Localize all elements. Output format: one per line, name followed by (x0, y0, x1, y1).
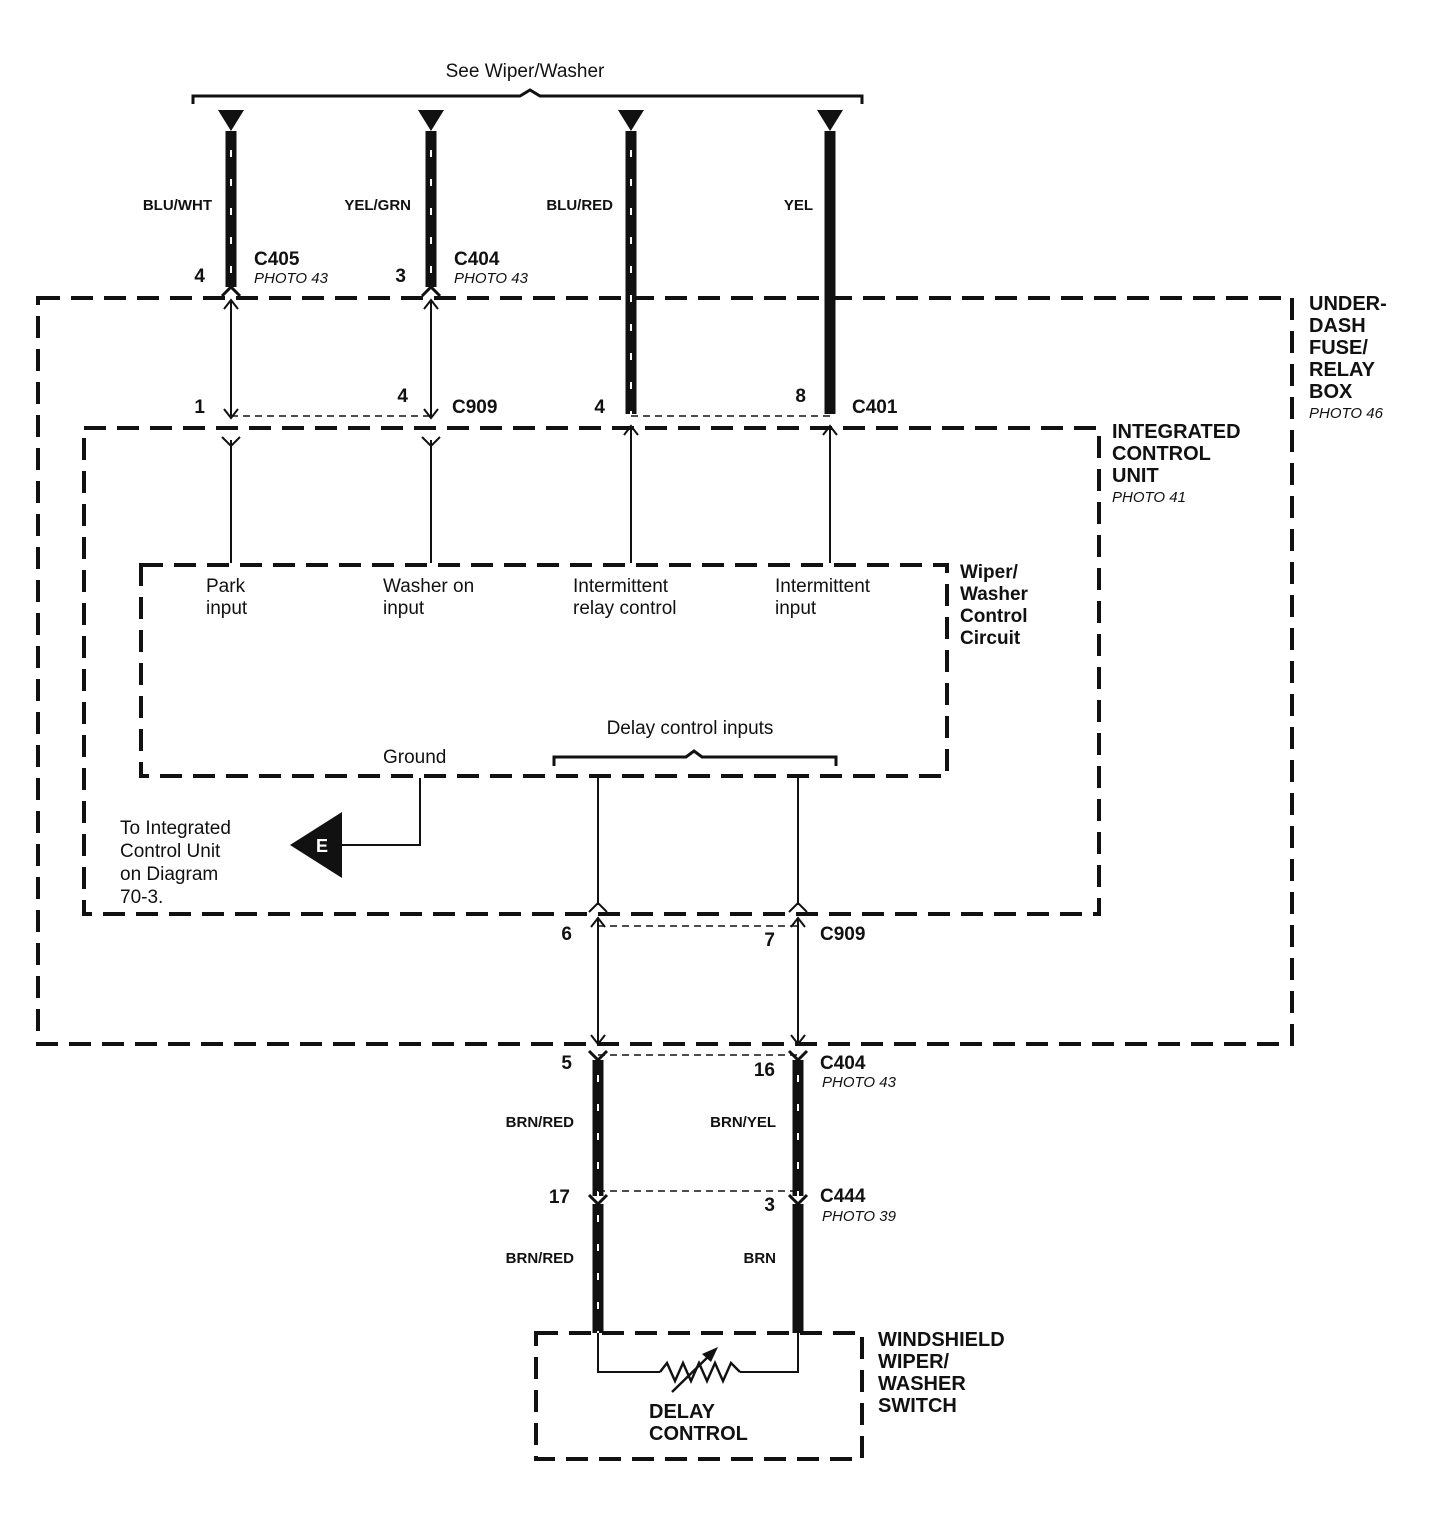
pin-c909-bottom-7: 7 (764, 930, 775, 951)
terminal-c405 (220, 284, 242, 298)
internal-arrow-1-down (223, 408, 239, 420)
arrow-head-3 (618, 110, 644, 131)
top-bracket-label: See Wiper/Washer (446, 61, 605, 82)
underdash-box (36, 296, 1294, 1046)
icu-photo: PHOTO 41 (1112, 489, 1186, 506)
photo-c444: PHOTO 39 (822, 1208, 897, 1225)
switch-title: WINDSHIELD WIPER/ WASHER SWITCH (878, 1329, 1010, 1417)
underdash-photo: PHOTO 46 (1309, 405, 1384, 422)
internal-arrow-2-up (423, 298, 439, 310)
photo-c405: PHOTO 43 (254, 270, 329, 287)
wire-code-brn-red-lower: BRN/RED (506, 1250, 575, 1267)
arrow-head-1 (218, 110, 244, 131)
terminal-c444-right (787, 1193, 809, 1207)
ud-arrow-right-up (790, 916, 806, 928)
ref-e-arrow (290, 812, 342, 878)
terminal-c404-right (787, 1049, 809, 1063)
delay-inputs-label: Delay control inputs (607, 718, 774, 739)
connector-c444: C444 (820, 1186, 866, 1207)
ground-label: Ground (383, 747, 446, 768)
pin-c401-4: 4 (594, 397, 605, 418)
ud-arrow-right-down (790, 1034, 806, 1046)
ref-text: To Integrated Control Unit on Diagram 70… (120, 818, 236, 908)
signal-int-input: Intermittent input (775, 576, 875, 619)
arrow-head-4 (817, 110, 843, 131)
variable-resistor-icon (659, 1360, 741, 1384)
pin-c909-bottom-6: 6 (561, 924, 572, 945)
connector-c909-bottom: C909 (820, 924, 865, 945)
connector-c404-top: C404 (454, 249, 500, 270)
wire-code-4: YEL (784, 197, 813, 214)
connector-c404-bottom: C404 (820, 1053, 866, 1074)
wire-code-brn-yel-upper: BRN/YEL (710, 1114, 776, 1131)
connector-c401: C401 (852, 397, 898, 418)
icu-terminal-6 (588, 901, 608, 913)
ud-arrow-left-up (590, 916, 606, 928)
wire-code-1: BLU/WHT (143, 197, 212, 214)
icu-box (82, 426, 1101, 916)
pin-c405: 4 (194, 266, 205, 287)
signal-int-relay: Intermittent relay control (573, 576, 677, 619)
wiper-circuit-title: Wiper/ Washer Control Circuit (960, 562, 1033, 649)
pin-c401-8: 8 (795, 386, 806, 407)
icu-arrow-3 (623, 424, 639, 436)
top-bracket (191, 88, 864, 104)
icu-title: INTEGRATED CONTROL UNIT (1112, 421, 1246, 487)
pin-c404-top: 3 (395, 266, 406, 287)
wire-code-3: BLU/RED (546, 197, 613, 214)
wiper-circuit-box (139, 563, 949, 778)
delay-inputs-bracket (552, 749, 838, 766)
pin-c909-top-4: 4 (397, 386, 408, 407)
pin-c909-top-1: 1 (194, 397, 205, 418)
wire-code-brn-red-upper: BRN/RED (506, 1114, 575, 1131)
pin-c404-bottom-16: 16 (754, 1060, 775, 1081)
switch-box (534, 1331, 864, 1461)
connector-c909-top: C909 (452, 397, 497, 418)
connector-c405: C405 (254, 249, 300, 270)
ud-arrow-left-down (590, 1034, 606, 1046)
ref-e-letter: E (316, 836, 328, 856)
wire-code-brn-lower: BRN (744, 1250, 777, 1267)
internal-arrow-1-up (223, 298, 239, 310)
variable-resistor-arrowhead (702, 1347, 718, 1362)
underdash-title: UNDER- DASH FUSE/ RELAY BOX (1309, 293, 1392, 403)
internal-arrow-2-down (423, 408, 439, 420)
signal-washer: Washer on input (383, 576, 479, 619)
icu-terminal-7 (788, 901, 808, 913)
delay-control-label: DELAY CONTROL (649, 1401, 748, 1445)
photo-c404-bottom: PHOTO 43 (822, 1074, 897, 1091)
signal-park: Park input (206, 576, 250, 619)
photo-c404-top: PHOTO 43 (454, 270, 529, 287)
delay-circuit-wire (597, 1333, 799, 1373)
pin-c444-17: 17 (549, 1187, 570, 1208)
terminal-c404-top (420, 284, 442, 298)
pin-c404-bottom-5: 5 (561, 1053, 572, 1074)
icu-arrow-4 (822, 424, 838, 436)
ground-wire (340, 778, 421, 846)
wire-code-2: YEL/GRN (344, 197, 411, 214)
arrow-head-2 (418, 110, 444, 131)
pin-c444-3: 3 (764, 1195, 775, 1216)
terminal-c444-left (587, 1193, 609, 1207)
